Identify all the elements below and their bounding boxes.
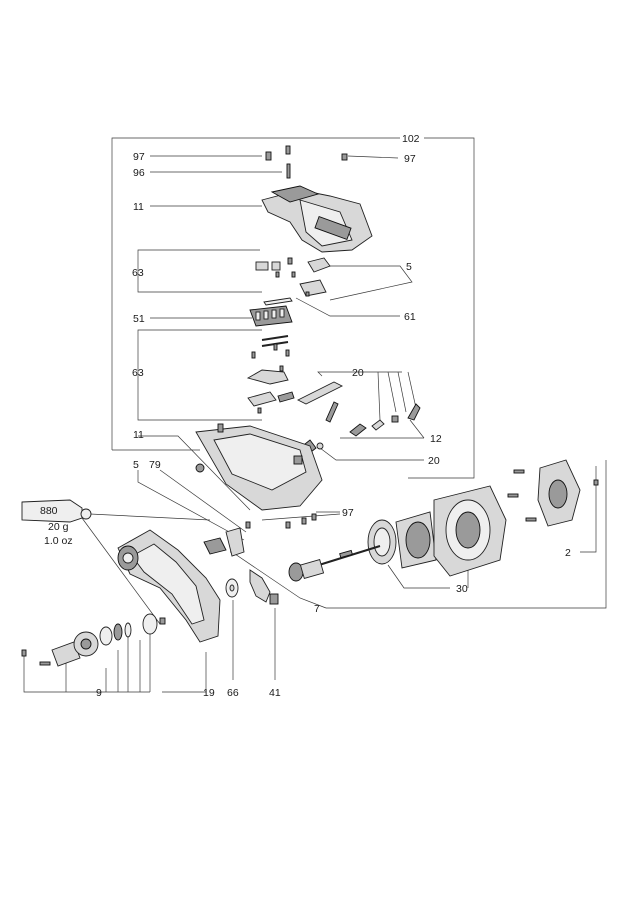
callout-30: 30 (456, 583, 468, 595)
battery-contact-parts (249, 297, 293, 327)
callout-102: 102 (402, 133, 420, 145)
lock-parts (246, 335, 295, 414)
callout-63-upper: 63 (132, 267, 144, 279)
end-cap-part (537, 459, 599, 527)
callout-20-lower: 20 (428, 455, 440, 467)
callout-63-lower: 63 (132, 367, 144, 379)
rotor-shaft-part (288, 545, 381, 582)
top-housing-part (261, 185, 373, 253)
blade-guard-part (117, 529, 221, 643)
callout-97-top-left: 97 (133, 151, 145, 163)
callout-2: 2 (565, 547, 571, 559)
callout-97-top-right: 97 (404, 153, 416, 165)
callout-79: 79 (149, 459, 161, 471)
grease-tube-number: 880 (40, 505, 58, 517)
callout-61: 61 (404, 311, 416, 323)
spindle-bearing-parts (21, 613, 166, 667)
screw-parts-top (265, 145, 348, 179)
callout-5-lower: 5 (133, 459, 139, 471)
switch-block-parts (255, 257, 331, 297)
callout-19: 19 (203, 687, 215, 699)
callout-12: 12 (430, 433, 442, 445)
callout-5-upper: 5 (406, 261, 412, 273)
callout-51: 51 (133, 313, 145, 325)
assembly-frame (23, 137, 607, 693)
slider-spring-parts (296, 381, 421, 457)
motor-parts (367, 469, 537, 577)
lower-housing-part (195, 423, 323, 529)
callout-11-top: 11 (133, 201, 144, 213)
callout-labels: 102 97 96 97 11 63 5 51 61 63 20 12 11 2… (96, 133, 571, 699)
grease-tube-weight: 20 g (48, 521, 69, 533)
callout-66: 66 (227, 687, 239, 699)
grease-tube-part: 880 20 g 1.0 oz (21, 499, 92, 547)
callout-7: 7 (314, 603, 320, 615)
grease-tube-volume: 1.0 oz (44, 535, 73, 547)
callout-41: 41 (269, 687, 281, 699)
callout-9: 9 (96, 687, 102, 699)
bracket-parts (203, 527, 245, 557)
callout-11-lower: 11 (133, 429, 144, 441)
callout-20-upper: 20 (352, 367, 364, 379)
callout-96: 96 (133, 167, 145, 179)
callout-97-lower: 97 (342, 507, 354, 519)
washer-lever-parts (225, 569, 279, 605)
